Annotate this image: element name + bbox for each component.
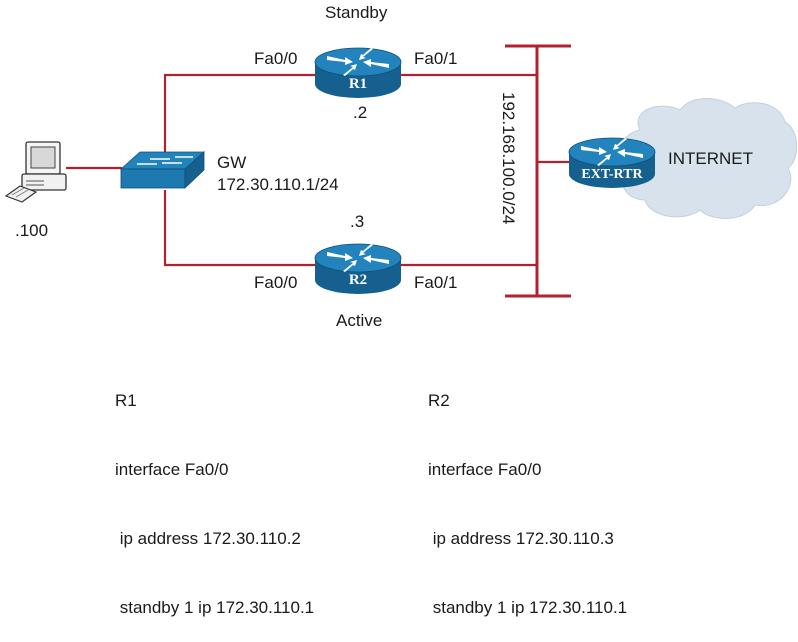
links [66,73,572,267]
link-switch-r2 [163,190,318,267]
switch-icon [119,151,206,189]
router-r2-icon: R2 [314,243,402,295]
r1-config-line: ip address 172.30.110.2 [115,529,301,548]
r1-config-line: interface Fa0/0 [115,460,229,479]
pc-icon [4,141,67,203]
link-switch-r1 [163,73,318,155]
r1-host: .2 [353,103,368,122]
r2-config-line: standby 1 ip 172.30.110.1 [428,598,628,617]
switch-ip: 172.30.110.1/24 [217,175,339,194]
r2-left-interface: Fa0/0 [254,273,298,292]
router-r1-name: R1 [349,76,367,92]
router-r1-icon: R1 [314,47,402,99]
network-diagram: R1 R2 EXT-RTR 192.168.100.0/24 [4,44,798,298]
r2-config: R2 interface Fa0/0 ip address 172.30.110… [428,343,627,642]
router-ext-icon: EXT-RTR [568,137,656,189]
r1-config: R1 interface Fa0/0 ip address 172.30.110… [115,343,314,642]
cloud-label: INTERNET [668,149,753,168]
r2-config-line: ip address 172.30.110.3 [428,529,614,548]
router-r2-name: R2 [349,272,367,288]
r2-right-interface: Fa0/1 [414,273,458,292]
r1-role: Standby [325,3,388,22]
r1-left-interface: Fa0/0 [254,49,298,68]
router-ext-name: EXT-RTR [581,167,643,182]
cloud-icon [618,98,798,219]
r1-config-line: standby 1 ip 172.30.110.1 [115,598,315,617]
segment-bus [505,44,571,298]
switch-label: GW [217,153,247,172]
r1-right-interface: Fa0/1 [414,49,458,68]
pc-host-label: .100 [15,221,49,240]
r2-role: Active [336,311,383,330]
r2-config-line: interface Fa0/0 [428,460,542,479]
r1-config-title: R1 [115,391,137,410]
segment-label: 192.168.100.0/24 [499,92,518,224]
r2-config-title: R2 [428,391,450,410]
r2-host: .3 [350,212,365,231]
